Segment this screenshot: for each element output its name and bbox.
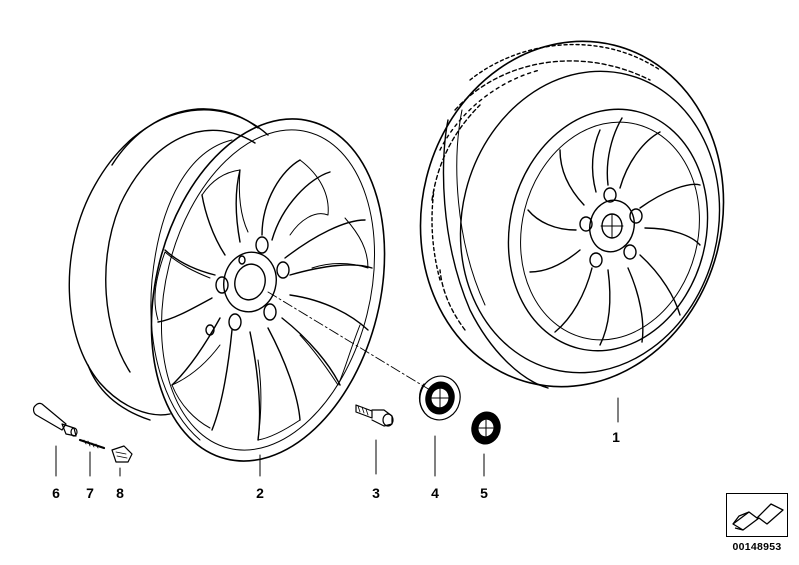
complete-wheel-drawing: [419, 40, 725, 389]
callout-3: 3: [372, 485, 380, 501]
assembly-axis-line: [267, 291, 431, 391]
callout-6: 6: [52, 485, 60, 501]
callout-8: 8: [116, 485, 124, 501]
callout-1: 1: [612, 429, 620, 445]
reference-number: 00148953: [732, 541, 782, 553]
callout-7: 7: [86, 485, 94, 501]
hub-cap-drawing: [471, 411, 501, 445]
leader-lines: [55, 397, 619, 477]
hub-cap-chrome-drawing: [418, 375, 461, 421]
callout-2: 2: [256, 485, 264, 501]
wheel-bolt-drawing: [355, 404, 394, 427]
callout-4: 4: [431, 485, 439, 501]
rim-drawing: [68, 108, 386, 462]
callout-5: 5: [480, 485, 488, 501]
reference-box: [726, 493, 788, 537]
valve-drawing: [32, 402, 133, 463]
curved-arrow-icon: [732, 503, 784, 531]
